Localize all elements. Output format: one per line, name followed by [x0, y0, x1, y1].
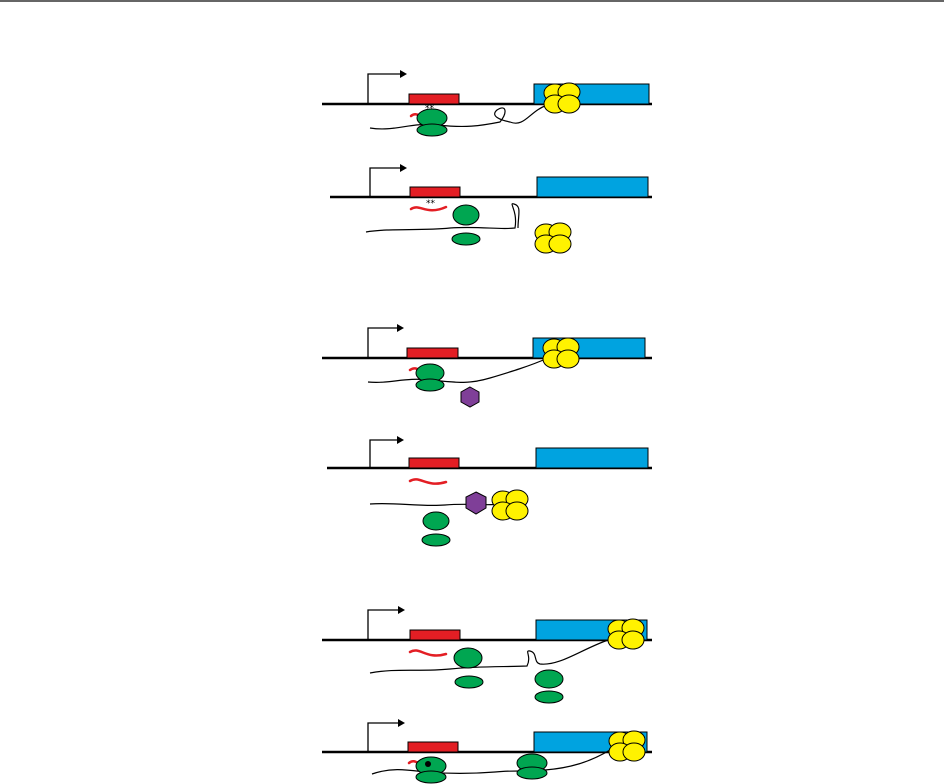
- rna-polymerase-icon: [543, 338, 579, 368]
- nascent-peptide: [410, 650, 446, 655]
- promoter-arrow-icon: [368, 328, 397, 358]
- mrna-strand: [368, 358, 548, 382]
- ribosome-icon: [535, 691, 563, 703]
- ribosome-icon: [455, 676, 483, 688]
- ribosome-icon: [417, 124, 447, 136]
- panel-2a: [322, 324, 652, 407]
- mrna-strand: [370, 105, 548, 129]
- promoter-arrow-head: [398, 606, 405, 614]
- rna-polymerase-icon: [535, 223, 571, 253]
- leader-orf: [408, 742, 458, 752]
- rna-polymerase-icon: [492, 490, 528, 520]
- mrna-strand: [372, 750, 610, 774]
- stall-stars: **: [426, 199, 436, 209]
- top-rule: [0, 0, 944, 2]
- promoter-arrow-icon: [368, 74, 400, 104]
- ribosome-icon: [423, 512, 449, 530]
- ribosome-stall-marker-icon: [425, 761, 431, 767]
- leader-orf: [407, 348, 458, 358]
- promoter-arrow-head: [397, 436, 404, 444]
- ribosome-icon: [422, 534, 450, 546]
- promoter-arrow-head: [397, 324, 404, 332]
- promoter-arrow-head: [398, 719, 405, 727]
- structural-gene: [536, 448, 648, 468]
- rna-polymerase-icon: [544, 83, 580, 113]
- panel-3b: [322, 719, 652, 783]
- structural-gene: [537, 177, 648, 197]
- ribosome-icon: [452, 233, 480, 245]
- nascent-peptide: [410, 479, 446, 483]
- panel-1b: **: [330, 164, 652, 253]
- ribosome-icon: [416, 771, 446, 783]
- rna-polymerase-icon: [608, 619, 644, 649]
- promoter-arrow-head: [400, 70, 407, 78]
- ribosome-icon: [535, 670, 563, 688]
- leader-orf: [410, 630, 460, 640]
- ligand-hexagon-icon: [466, 492, 486, 514]
- ligand-hexagon-icon: [461, 387, 479, 407]
- ribosome-icon: [517, 767, 547, 779]
- leader-orf: [409, 458, 459, 468]
- panel-1a: **: [322, 70, 652, 136]
- ribosome-icon: [416, 379, 444, 391]
- promoter-arrow-icon: [370, 440, 397, 468]
- ribosome-icon: [454, 648, 482, 668]
- panel-3a: [322, 606, 652, 703]
- mrna-strand: [370, 640, 608, 673]
- leader-orf: [410, 187, 460, 197]
- leader-orf: [409, 94, 459, 104]
- promoter-arrow-head: [400, 164, 407, 172]
- promoter-arrow-icon: [368, 723, 398, 752]
- rna-polymerase-icon: [609, 731, 645, 761]
- ribosome-icon: [453, 205, 479, 225]
- promoter-arrow-icon: [368, 610, 398, 640]
- promoter-arrow-icon: [370, 168, 400, 197]
- panel-2b: [327, 436, 652, 546]
